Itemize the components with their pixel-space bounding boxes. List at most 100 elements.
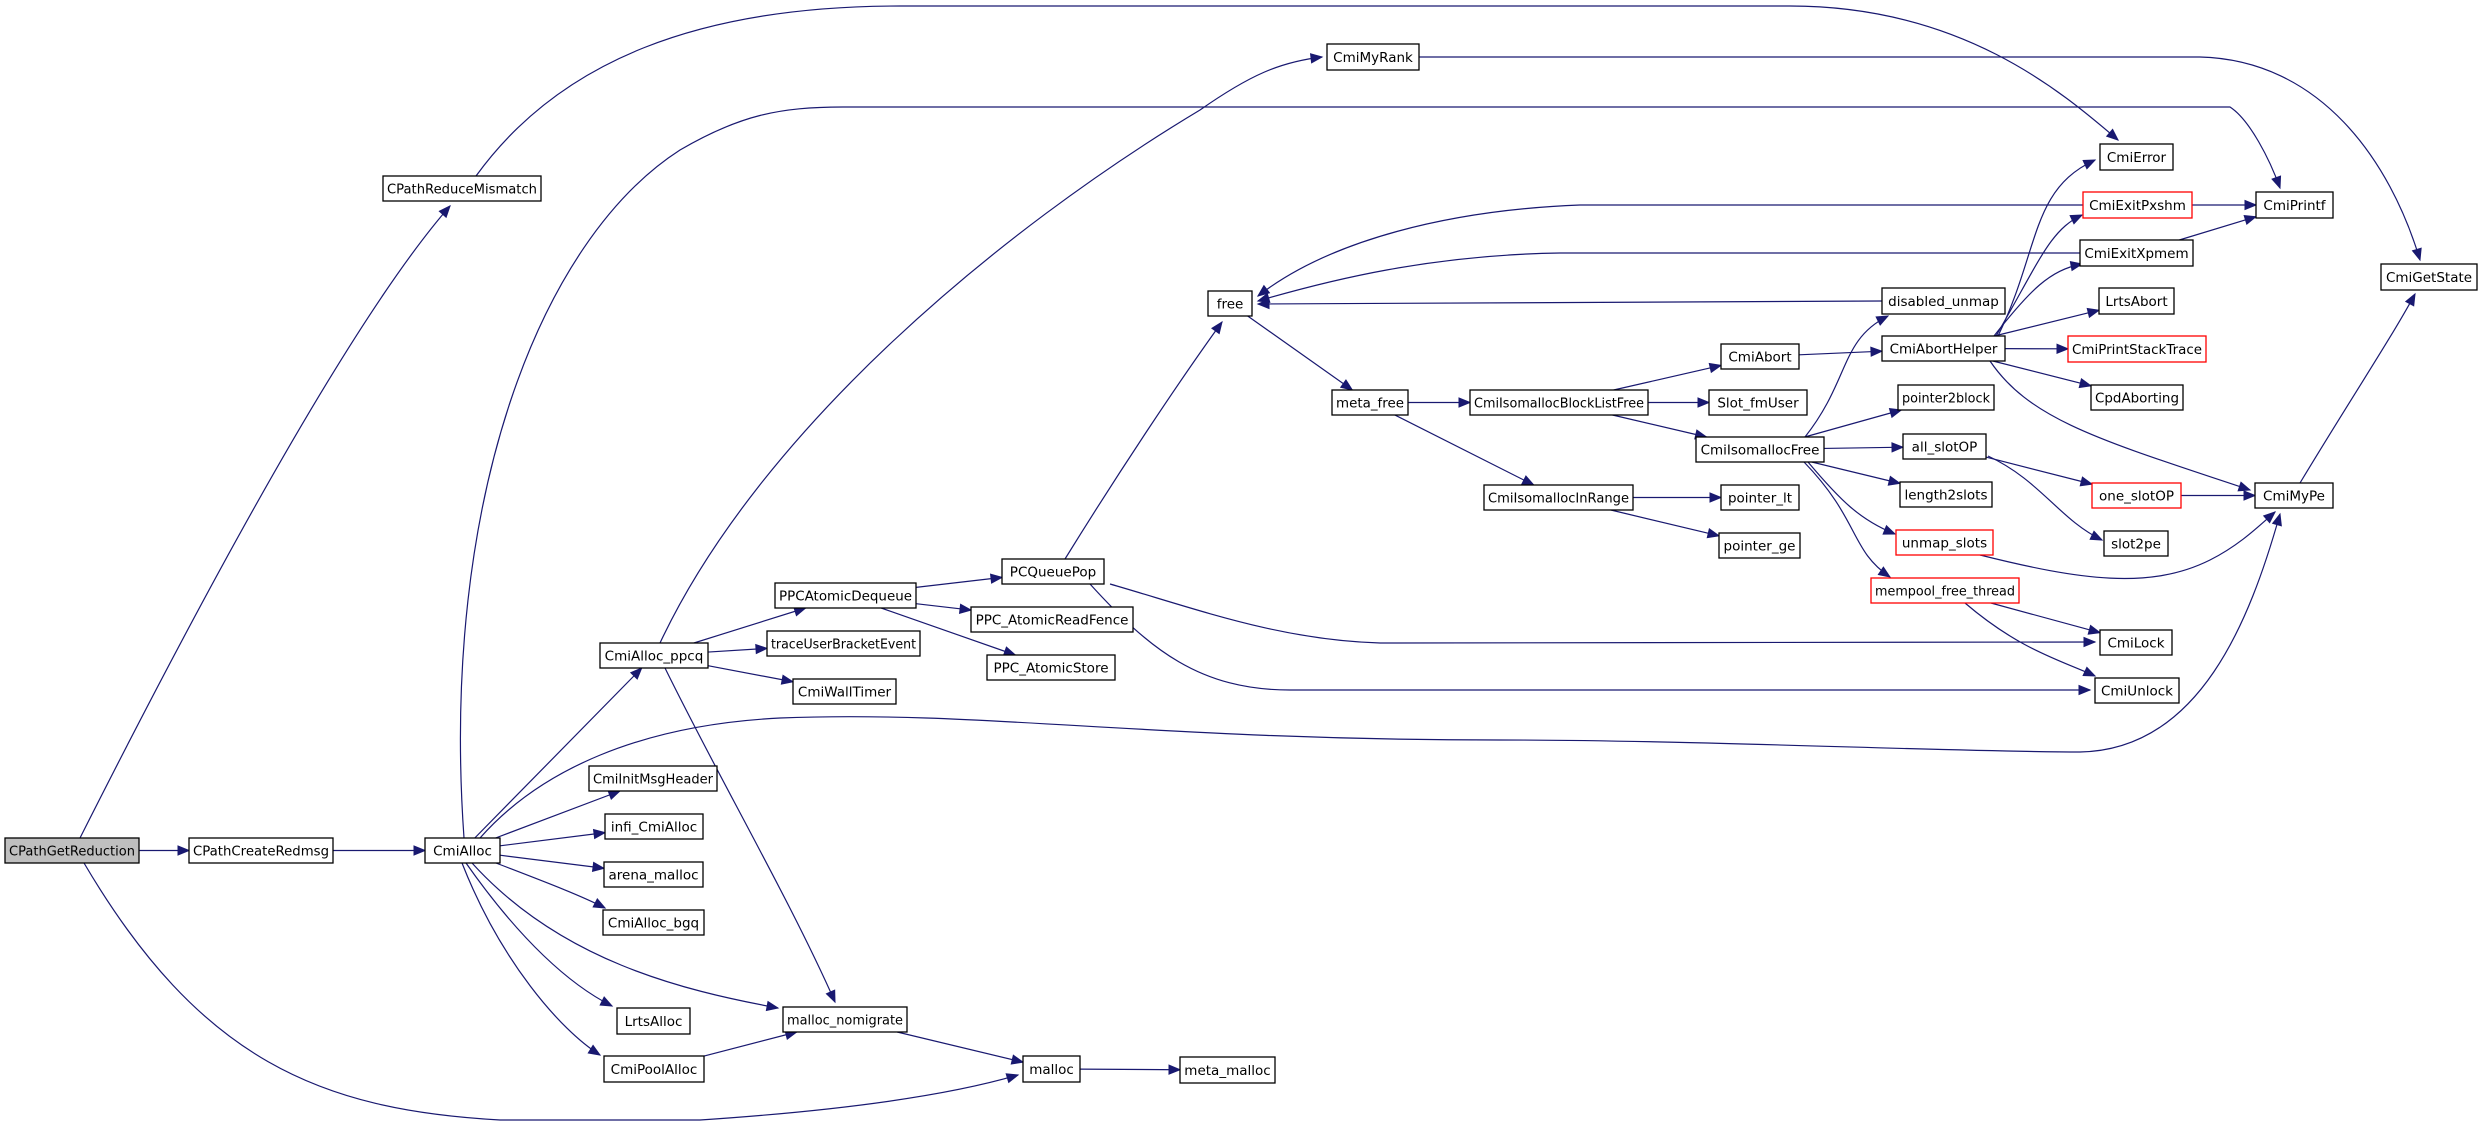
node-box[interactable] (1695, 436, 1825, 463)
node-cmiinitmsgheader[interactable]: CmiInitMsgHeader (588, 765, 718, 792)
node-ppc-atomicstore[interactable]: PPC_AtomicStore (986, 654, 1116, 681)
node-box[interactable] (2103, 530, 2169, 557)
node-cmiunlock[interactable]: CmiUnlock (2094, 677, 2180, 704)
node-box[interactable] (2255, 191, 2334, 219)
node-box[interactable] (970, 606, 1134, 633)
node-box[interactable] (2082, 191, 2193, 219)
node-cmiprintf[interactable]: CmiPrintf (2255, 191, 2334, 219)
node-box[interactable] (1881, 287, 2006, 315)
node-box[interactable] (2098, 287, 2175, 315)
node-box[interactable] (2090, 384, 2184, 411)
node-pointer-ge[interactable]: pointer_ge (1718, 532, 1801, 559)
node-box[interactable] (1897, 384, 1995, 411)
node-box[interactable] (2067, 335, 2207, 363)
node-cmiisomallocfree[interactable]: CmiIsomallocFree (1695, 436, 1825, 463)
node-mempool-free-thread[interactable]: mempool_free_thread (1870, 577, 2020, 604)
node-box[interactable] (2254, 482, 2334, 509)
node-cmiexitxpmem[interactable]: CmiExitXpmem (2079, 239, 2194, 267)
node-cpathreducemismatch[interactable]: CPathReduceMismatch (382, 175, 542, 202)
node-box[interactable] (1708, 389, 1808, 416)
node-cmialloc-ppcq[interactable]: CmiAlloc_ppcq (599, 642, 709, 669)
node-cmigetstate[interactable]: CmiGetState (2380, 263, 2478, 291)
node-box[interactable] (2079, 239, 2194, 267)
node-malloc-nomigrate[interactable]: malloc_nomigrate (782, 1006, 908, 1033)
node-box[interactable] (2091, 482, 2182, 509)
node-box[interactable] (986, 654, 1116, 681)
node-box[interactable] (1902, 433, 1987, 460)
node-box[interactable] (1483, 484, 1634, 511)
node-box[interactable] (1899, 481, 1993, 508)
node-meta-malloc[interactable]: meta_malloc (1179, 1056, 1276, 1084)
node-box[interactable] (424, 837, 501, 864)
node-pointer2block[interactable]: pointer2block (1897, 384, 1995, 411)
node-box[interactable] (1870, 577, 2020, 604)
node-cmiwalltimer[interactable]: CmiWallTimer (792, 678, 897, 705)
node-cmiisomallocblocklistfree[interactable]: CmiIsomallocBlockListFree (1469, 389, 1649, 416)
node-unmap-slots[interactable]: unmap_slots (1895, 529, 1994, 556)
node-box[interactable] (1881, 335, 2006, 362)
node-lrtsalloc[interactable]: LrtsAlloc (616, 1007, 691, 1035)
node-box[interactable] (792, 678, 897, 705)
node-cmimyrank[interactable]: CmiMyRank (1326, 43, 1420, 71)
node-box[interactable] (2099, 629, 2173, 656)
node-lrtsabort[interactable]: LrtsAbort (2098, 287, 2175, 315)
node-cmiabort[interactable]: CmiAbort (1720, 343, 1800, 370)
node-box[interactable] (1469, 389, 1649, 416)
node-box[interactable] (603, 861, 704, 888)
node-box[interactable] (782, 1006, 908, 1033)
node-box[interactable] (1207, 290, 1253, 317)
node-cmiexitpxshm[interactable]: CmiExitPxshm (2082, 191, 2193, 219)
node-box[interactable] (1718, 532, 1801, 559)
node-box[interactable] (1179, 1056, 1276, 1084)
node-box[interactable] (774, 582, 917, 609)
node-slot-fmuser[interactable]: Slot_fmUser (1708, 389, 1808, 416)
node-traceuserbracketevent[interactable]: traceUserBracketEvent (766, 630, 921, 657)
node-cmimype[interactable]: CmiMyPe (2254, 482, 2334, 509)
node-box[interactable] (1326, 43, 1420, 71)
node-box[interactable] (1895, 529, 1994, 556)
node-box[interactable] (382, 175, 542, 202)
node-pcqueuepop[interactable]: PCQueuePop (1001, 558, 1105, 585)
node-all-slotop[interactable]: all_slotOP (1902, 433, 1987, 460)
node-box[interactable] (4, 837, 140, 864)
node-cmipoolalloc[interactable]: CmiPoolAlloc (603, 1055, 705, 1083)
node-box[interactable] (599, 642, 709, 669)
node-cmierror[interactable]: CmiError (2099, 143, 2174, 171)
node-box[interactable] (602, 909, 705, 936)
node-ppcatomicdequeue[interactable]: PPCAtomicDequeue (774, 582, 917, 609)
node-box[interactable] (2380, 263, 2478, 291)
node-slot2pe[interactable]: slot2pe (2103, 530, 2169, 557)
node-cmilock[interactable]: CmiLock (2099, 629, 2173, 656)
node-arena-malloc[interactable]: arena_malloc (603, 861, 704, 888)
node-malloc[interactable]: malloc (1022, 1055, 1081, 1083)
node-one-slotop[interactable]: one_slotOP (2091, 482, 2182, 509)
node-box[interactable] (188, 837, 334, 864)
node-box[interactable] (603, 1055, 705, 1083)
node-box[interactable] (1720, 484, 1800, 511)
node-box[interactable] (1720, 343, 1800, 370)
node-cmiisomallocinrange[interactable]: CmiIsomallocInRange (1483, 484, 1634, 511)
node-meta-free[interactable]: meta_free (1331, 389, 1409, 416)
node-length2slots[interactable]: length2slots (1899, 481, 1993, 508)
node-free[interactable]: free (1207, 290, 1253, 317)
node-cpdaborting[interactable]: CpdAborting (2090, 384, 2184, 411)
node-box[interactable] (1022, 1055, 1081, 1083)
node-cmialloc[interactable]: CmiAlloc (424, 837, 501, 864)
node-box[interactable] (2094, 677, 2180, 704)
node-disabled-unmap[interactable]: disabled_unmap (1881, 287, 2006, 315)
node-cpathcreateredmsg[interactable]: CPathCreateRedmsg (188, 837, 334, 864)
node-box[interactable] (1331, 389, 1409, 416)
node-cmialloc-bgq[interactable]: CmiAlloc_bgq (602, 909, 705, 936)
node-ppc-atomicreadfence[interactable]: PPC_AtomicReadFence (970, 606, 1134, 633)
node-cmiprintstacktrace[interactable]: CmiPrintStackTrace (2067, 335, 2207, 363)
node-box[interactable] (766, 630, 921, 657)
node-infi-cmialloc[interactable]: infi_CmiAlloc (604, 813, 704, 840)
node-box[interactable] (616, 1007, 691, 1035)
node-pointer-lt[interactable]: pointer_lt (1720, 484, 1800, 511)
node-box[interactable] (2099, 143, 2174, 171)
node-box[interactable] (604, 813, 704, 840)
node-cmiaborthelper[interactable]: CmiAbortHelper (1881, 335, 2006, 362)
node-box[interactable] (1001, 558, 1105, 585)
node-box[interactable] (588, 765, 718, 792)
node-cpathgetreduction[interactable]: CPathGetReduction (4, 837, 140, 864)
